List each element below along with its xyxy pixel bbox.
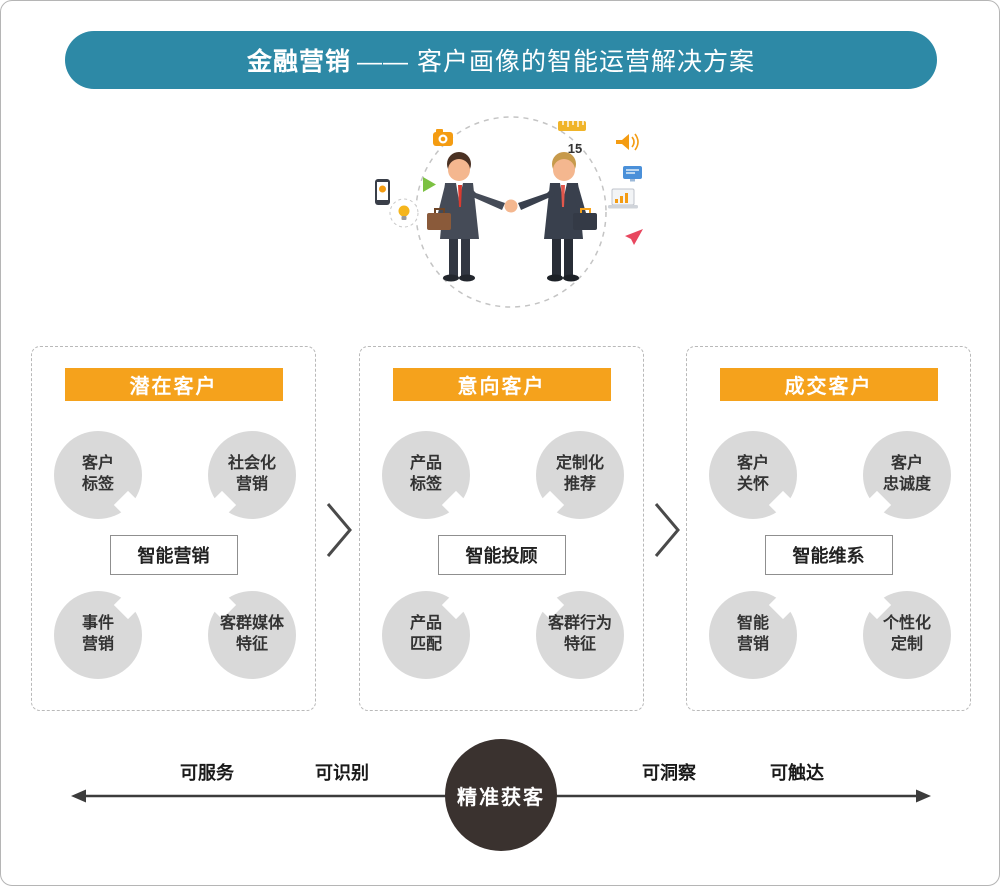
panel-center-label: 智能投顾 xyxy=(437,535,566,575)
panel-center-label: 智能维系 xyxy=(764,535,893,575)
handshake-illustration: 15 xyxy=(353,111,673,321)
lightbulb-icon xyxy=(389,198,419,228)
axis-label-serviceable: 可服务 xyxy=(180,763,234,783)
chevron-right-icon xyxy=(323,499,355,561)
bubble: 客群媒体特征 xyxy=(207,590,296,679)
axis-label-insight: 可洞察 xyxy=(642,763,696,783)
panel-potential-customers: 潜在客户 客户标签 社会化营销 事件营销 客群媒体特征 智能营销 xyxy=(31,346,316,711)
bubble: 事件营销 xyxy=(54,590,143,679)
axis-label-reachable: 可触达 xyxy=(770,763,824,783)
ruler-icon: 15 xyxy=(558,121,586,156)
axis-label-identifiable: 可识别 xyxy=(315,763,369,783)
bubble: 个性化定制 xyxy=(862,590,951,679)
monitor-icon xyxy=(623,166,642,182)
bubble: 智能营销 xyxy=(709,590,798,679)
play-icon xyxy=(423,177,436,192)
businessman-right xyxy=(518,152,597,282)
handshake xyxy=(504,199,518,213)
businessman-left xyxy=(427,152,505,282)
precision-acquisition-circle: 精准获客 xyxy=(445,739,557,851)
dashed-circle xyxy=(415,116,607,308)
panel-intent-customers: 意向客户 产品标签 定制化推荐 产品匹配 客群行为特征 智能投顾 xyxy=(359,346,644,711)
bubble: 客户关怀 xyxy=(709,431,798,520)
bubble: 客户标签 xyxy=(54,431,143,520)
chevron-right-icon xyxy=(651,499,683,561)
panel-title: 成交客户 xyxy=(719,368,938,401)
ruler-number: 15 xyxy=(568,141,582,156)
title-rest: —— 客户画像的智能运营解决方案 xyxy=(357,48,755,76)
panel-center-label: 智能营销 xyxy=(109,535,238,575)
bubble: 客户忠诚度 xyxy=(862,431,951,520)
panel-title: 意向客户 xyxy=(392,368,611,401)
megaphone-icon xyxy=(616,133,639,151)
bubble: 社会化营销 xyxy=(207,431,296,520)
bubble: 定制化推荐 xyxy=(535,431,624,520)
title-banner: 金融营销 —— 客户画像的智能运营解决方案 xyxy=(65,31,937,89)
title-bold: 金融营销 xyxy=(247,48,352,76)
bubble: 产品标签 xyxy=(382,431,471,520)
panel-closed-customers: 成交客户 客户关怀 客户忠诚度 智能营销 个性化定制 智能维系 xyxy=(686,346,971,711)
paper-plane-icon xyxy=(625,229,643,245)
bubble: 客群行为特征 xyxy=(535,590,624,679)
camera-icon xyxy=(433,129,453,146)
smartphone-icon xyxy=(375,179,390,205)
bubble: 产品匹配 xyxy=(382,590,471,679)
laptop-chart-icon xyxy=(608,188,638,209)
panel-title: 潜在客户 xyxy=(64,368,283,401)
